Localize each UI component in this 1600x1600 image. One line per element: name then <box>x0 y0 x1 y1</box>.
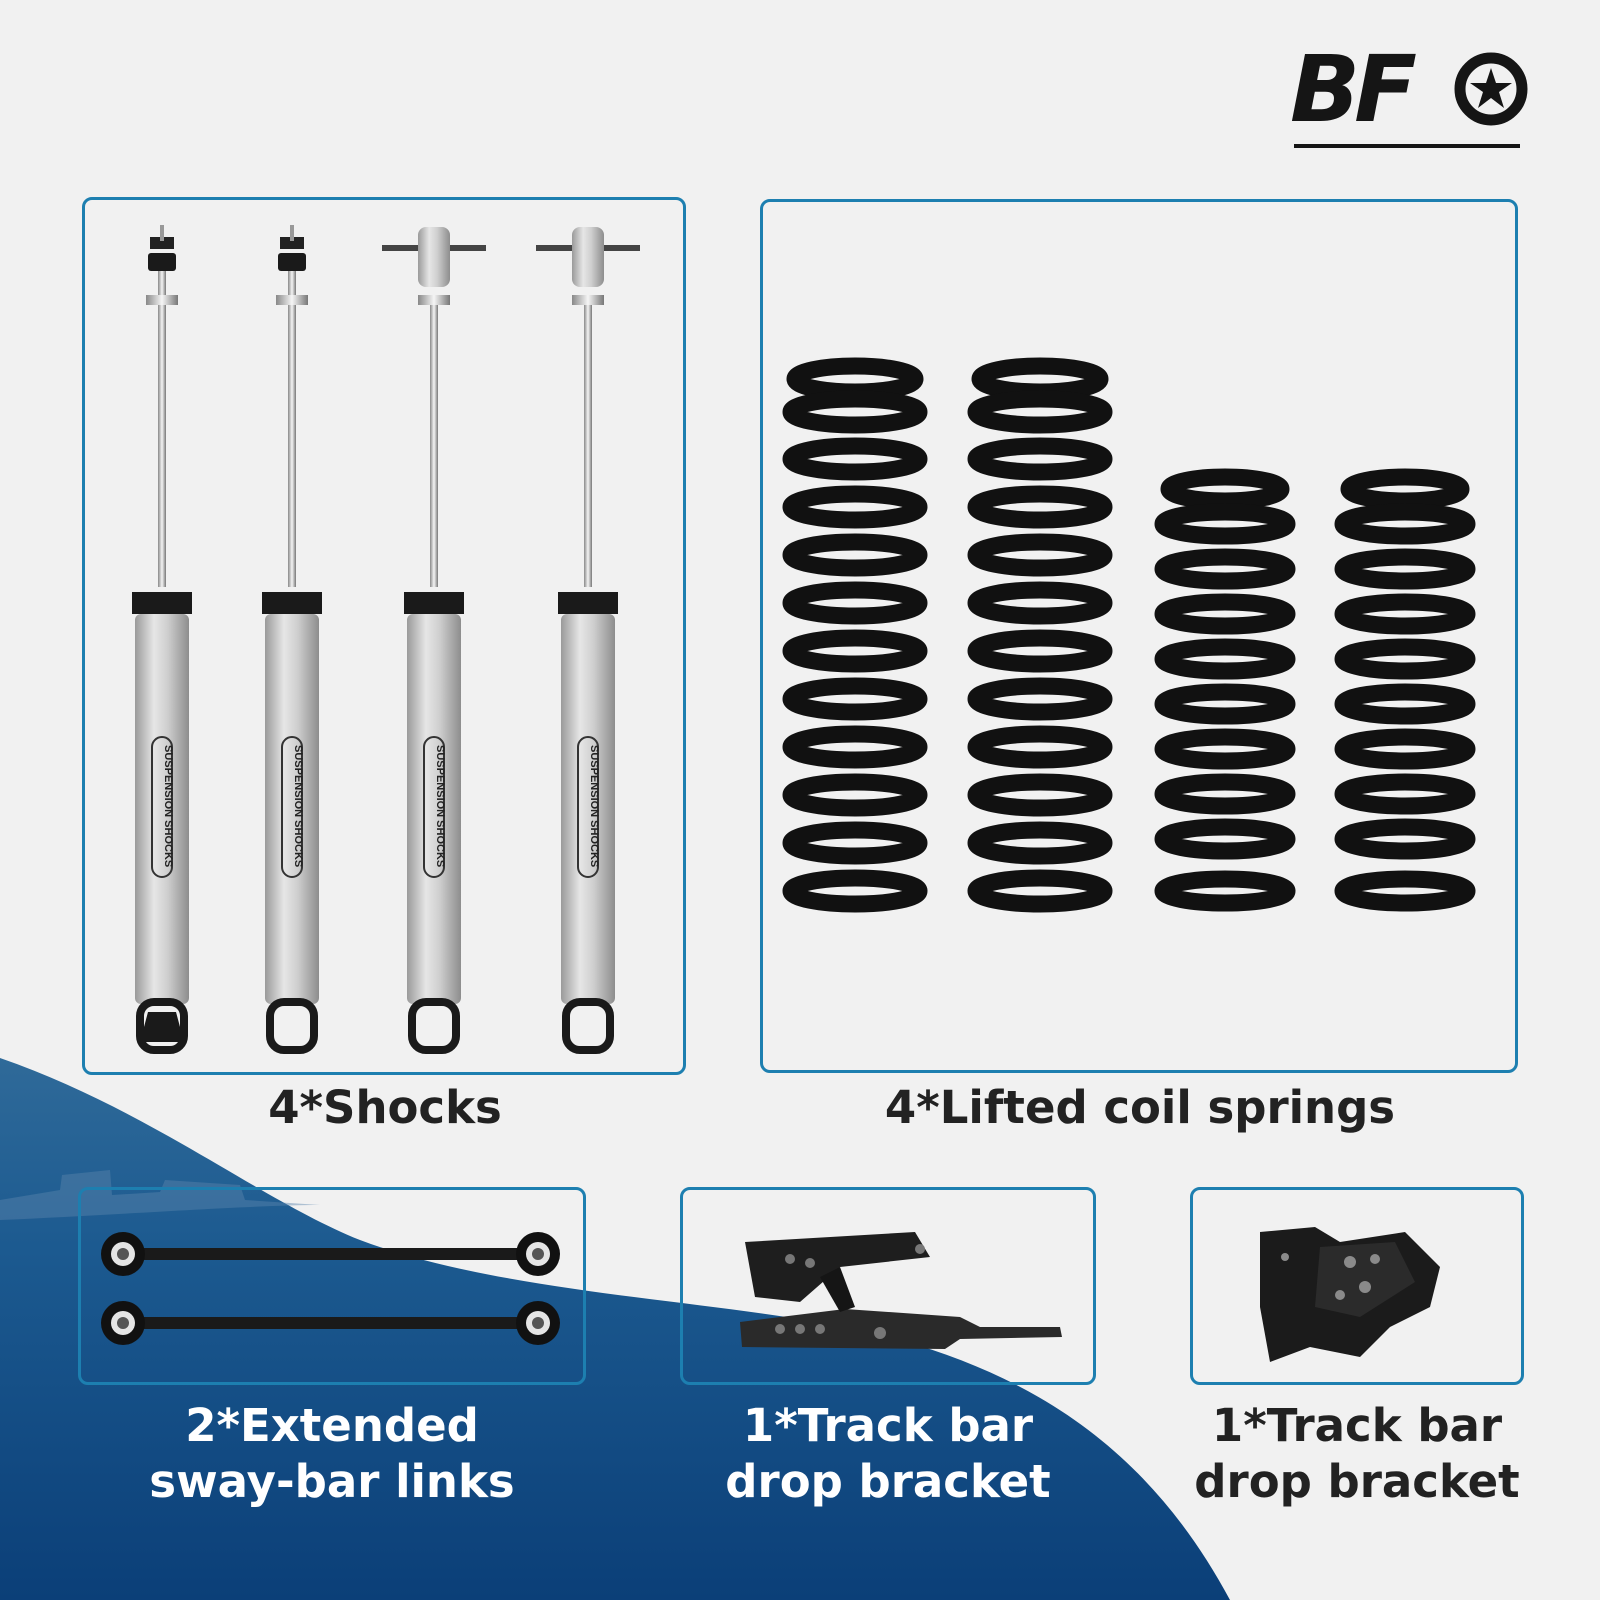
sway-bar-links-image <box>101 1232 560 1345</box>
coil-spring <box>1334 468 1476 912</box>
shock-label: SUSPENSION SHOCKS <box>292 745 304 867</box>
shock-label: SUSPENSION SHOCKS <box>434 745 446 867</box>
logo-underline <box>1294 144 1520 148</box>
track-bar-bracket-caption-1-line1: 1*Track bar <box>742 1399 1034 1452</box>
coil-springs-image <box>782 357 1476 913</box>
sway-bar-links-panel <box>78 1187 586 1385</box>
track-bar-bracket-image-1 <box>740 1232 1062 1349</box>
coil-spring <box>967 357 1113 913</box>
coil-springs-panel <box>760 199 1518 1073</box>
shock-label: SUSPENSION SHOCKS <box>162 745 174 867</box>
shock-absorber: SUSPENSION SHOCKS <box>262 225 322 1054</box>
track-bar-bracket-caption-1: 1*Track bar drop bracket <box>680 1398 1096 1510</box>
track-bar-bracket-caption-1-line2: drop bracket <box>725 1455 1051 1508</box>
track-bar-bracket-caption-2-line1: 1*Track bar <box>1211 1399 1503 1452</box>
track-bar-bracket-panel-2 <box>1190 1187 1524 1385</box>
track-bar-bracket-panel-1 <box>680 1187 1096 1385</box>
shocks-caption: 4*Shocks <box>268 1081 502 1134</box>
sway-bar-links-caption-line1: 2*Extended <box>185 1399 479 1452</box>
shock-absorber: SUSPENSION SHOCKS <box>536 227 640 1054</box>
shock-absorber: SUSPENSION SHOCKS <box>132 225 192 1054</box>
shock-absorber: SUSPENSION SHOCKS <box>382 227 486 1054</box>
shock-label: SUSPENSION SHOCKS <box>588 745 600 867</box>
track-bar-bracket-image-2 <box>1260 1227 1440 1362</box>
shocks-image: SUSPENSION SHOCKS SUSPENSION SHOCKS SUSP… <box>132 225 640 1054</box>
shocks-panel <box>82 197 686 1075</box>
coil-springs-caption: 4*Lifted coil springs <box>884 1081 1396 1134</box>
sway-bar-links-caption: 2*Extended sway-bar links <box>78 1398 586 1510</box>
brand-logo-text: BF <box>1290 36 1417 143</box>
sway-bar-link <box>101 1232 560 1276</box>
brand-logo: BF <box>1290 40 1530 155</box>
track-bar-bracket-caption-2: 1*Track bar drop bracket <box>1190 1398 1524 1510</box>
coil-spring <box>1154 468 1296 912</box>
track-bar-bracket-caption-2-line2: drop bracket <box>1194 1455 1520 1508</box>
star-icon <box>1454 52 1528 126</box>
coil-spring <box>782 357 928 913</box>
sway-bar-link <box>101 1301 560 1345</box>
sway-bar-links-caption-line2: sway-bar links <box>149 1455 515 1508</box>
